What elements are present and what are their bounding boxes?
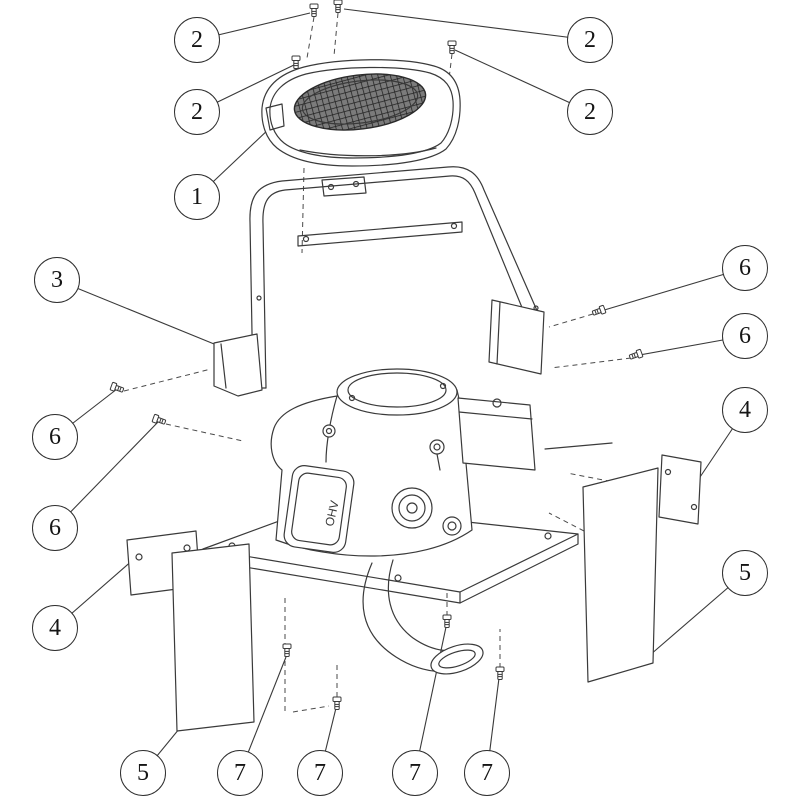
callout-number: 2 — [584, 27, 596, 53]
callout-6-right-upper[interactable]: 6 — [722, 245, 768, 291]
callout-number: 6 — [49, 424, 61, 450]
callout-4-left[interactable]: 4 — [32, 605, 78, 651]
callout-number: 2 — [191, 99, 203, 125]
callout-number: 1 — [191, 184, 203, 210]
heat-shield-large-left — [171, 543, 255, 732]
callout-number: 6 — [739, 255, 751, 281]
cover-screws-part2 — [291, 0, 457, 69]
callout-2-top-right[interactable]: 2 — [567, 17, 613, 63]
callout-6-left-lower[interactable]: 6 — [32, 505, 78, 551]
callout-number: 6 — [49, 515, 61, 541]
callout-4-right[interactable]: 4 — [722, 387, 768, 433]
callout-number: 4 — [49, 615, 61, 641]
callout-7-b[interactable]: 7 — [297, 750, 343, 796]
callout-number: 7 — [234, 760, 246, 786]
engine-model-text: OHV — [322, 499, 341, 527]
engine-body — [270, 368, 613, 675]
callout-5-left[interactable]: 5 — [120, 750, 166, 796]
callout-2-upper-right[interactable]: 2 — [567, 89, 613, 135]
callout-1[interactable]: 1 — [174, 174, 220, 220]
callout-number: 2 — [584, 99, 596, 125]
callout-number: 7 — [314, 760, 326, 786]
callout-3[interactable]: 3 — [34, 257, 80, 303]
heat-shield-large-right — [582, 467, 659, 683]
callout-number: 3 — [51, 267, 63, 293]
callout-2-upper-left[interactable]: 2 — [174, 89, 220, 135]
engine-drawing — [126, 59, 702, 732]
callout-number: 7 — [481, 760, 493, 786]
choke-rod — [544, 442, 613, 450]
callout-number: 2 — [191, 27, 203, 53]
callout-6-left-upper[interactable]: 6 — [32, 414, 78, 460]
heat-shield-small-right — [658, 454, 702, 525]
callout-number: 6 — [739, 323, 751, 349]
callout-number: 4 — [739, 397, 751, 423]
top-cover — [261, 59, 461, 197]
rear-heat-shield — [488, 299, 545, 375]
cover-latch-tab — [265, 103, 285, 131]
support-bracket — [213, 333, 263, 397]
callout-5-right[interactable]: 5 — [722, 550, 768, 596]
callout-2-top-left[interactable]: 2 — [174, 17, 220, 63]
callout-6-right-lower[interactable]: 6 — [722, 313, 768, 359]
callout-7-c[interactable]: 7 — [392, 750, 438, 796]
callout-number: 5 — [137, 760, 149, 786]
callout-7-a[interactable]: 7 — [217, 750, 263, 796]
callout-7-d[interactable]: 7 — [464, 750, 510, 796]
callout-number: 5 — [739, 560, 751, 586]
callout-number: 7 — [409, 760, 421, 786]
